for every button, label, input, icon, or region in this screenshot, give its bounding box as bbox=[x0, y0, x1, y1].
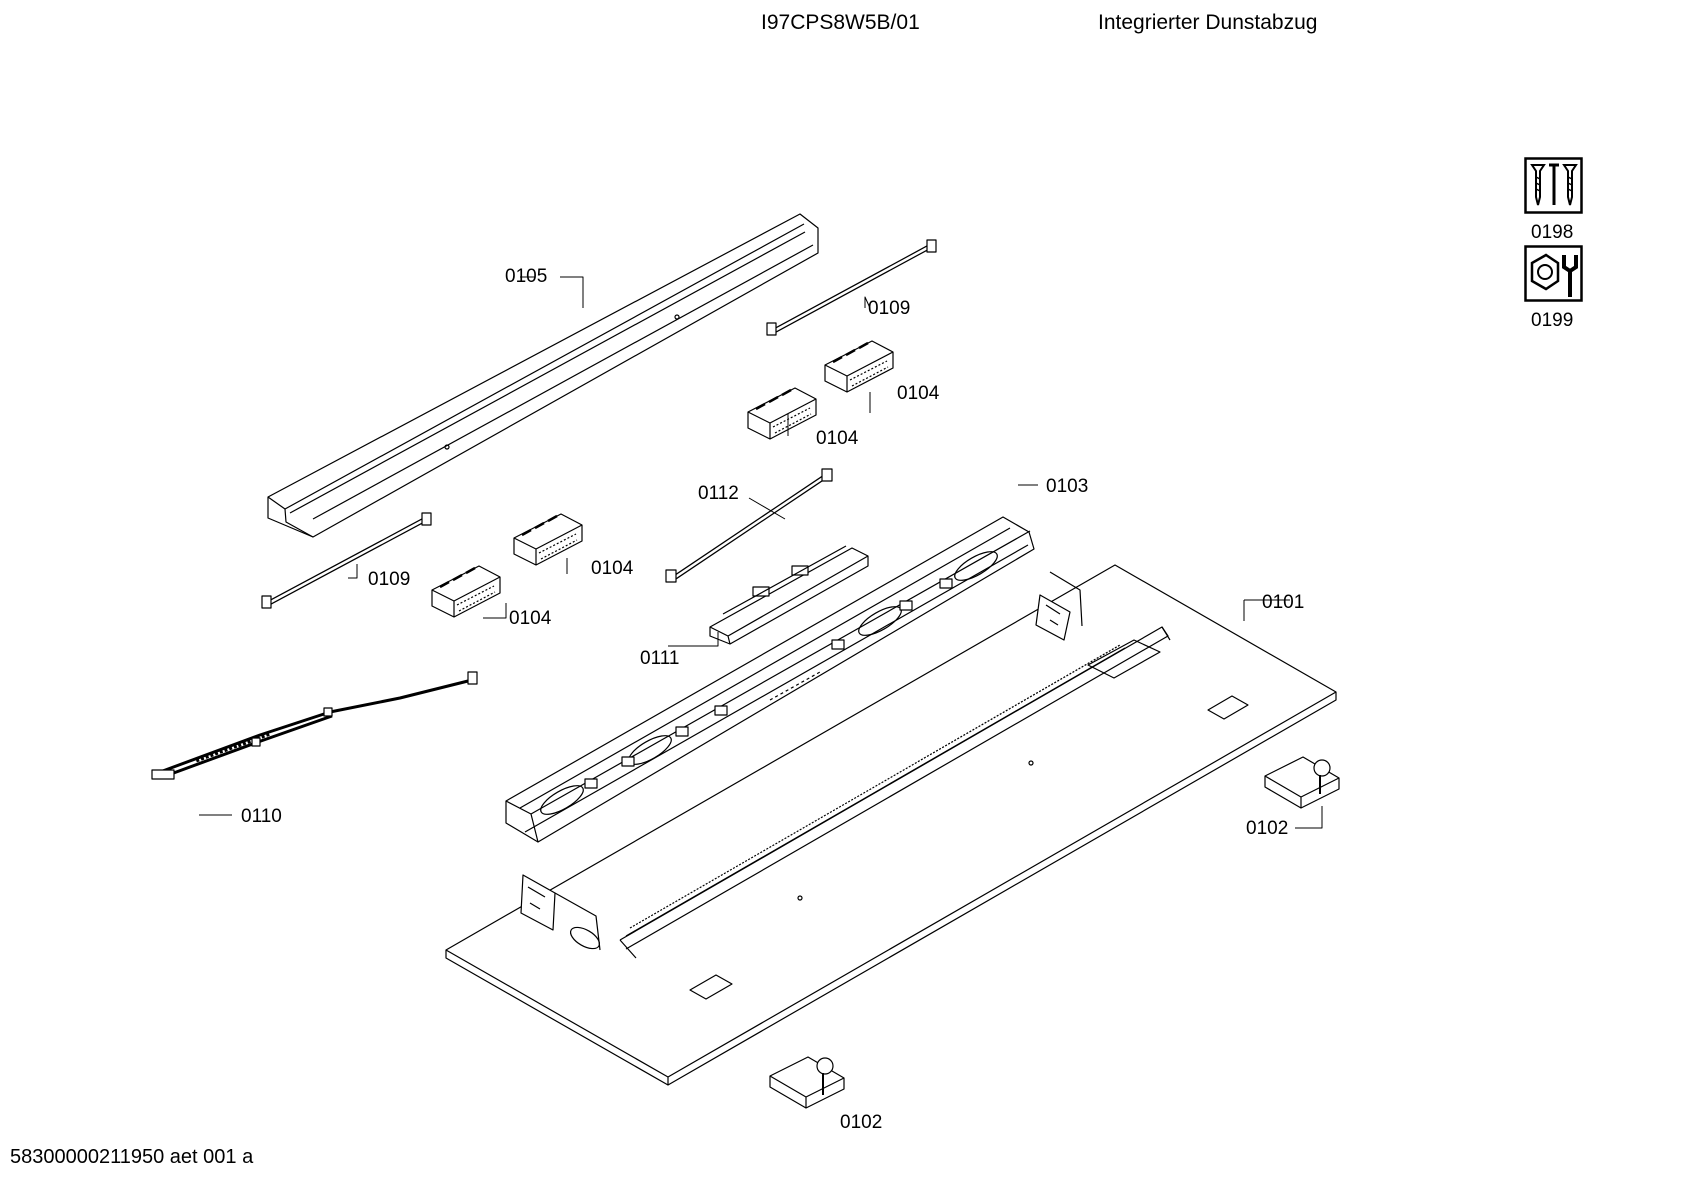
label-0103: 0103 bbox=[1046, 476, 1089, 497]
label-0105: 0105 bbox=[505, 266, 548, 287]
leader-lines bbox=[199, 276, 1323, 829]
model-number: I97CPS8W5B/01 bbox=[761, 11, 920, 34]
part-0104-terminal-c bbox=[513, 513, 583, 566]
label-0104-b: 0104 bbox=[816, 428, 859, 449]
label-0101: 0101 bbox=[1262, 592, 1305, 613]
part-0105-trim-rail bbox=[267, 213, 819, 538]
label-0110: 0110 bbox=[241, 806, 282, 827]
document-id: 58300000211950 aet 001 a bbox=[10, 1146, 254, 1168]
part-0111-module bbox=[709, 545, 869, 645]
part-0102-foot-bottom bbox=[769, 1056, 845, 1109]
part-0112-cable bbox=[665, 468, 833, 583]
part-0110-cable-harness bbox=[151, 671, 478, 780]
part-0109-cable-upper bbox=[766, 239, 937, 336]
label-0109-lower: 0109 bbox=[368, 569, 411, 590]
label-0112: 0112 bbox=[698, 483, 739, 504]
label-0198: 0198 bbox=[1531, 222, 1574, 243]
part-0102-foot-right bbox=[1264, 756, 1340, 809]
appliance-description: Integrierter Dunstabzug bbox=[1098, 11, 1318, 34]
part-0109-cable-lower bbox=[261, 512, 432, 609]
part-0103-frame-channel bbox=[505, 516, 1035, 843]
label-0104-a: 0104 bbox=[897, 383, 940, 404]
label-0102-bottom: 0102 bbox=[840, 1112, 883, 1133]
label-0111: 0111 bbox=[640, 648, 680, 669]
label-0109-upper: 0109 bbox=[868, 298, 911, 319]
label-0104-c: 0104 bbox=[591, 558, 634, 579]
part-0104-terminal-d bbox=[431, 565, 501, 618]
label-0104-d: 0104 bbox=[509, 608, 552, 629]
nut-wrench-icon bbox=[1524, 245, 1584, 308]
label-0199: 0199 bbox=[1531, 310, 1574, 331]
part-0104-terminal-a bbox=[824, 340, 894, 393]
label-0102-right: 0102 bbox=[1246, 818, 1289, 839]
part-0101-base-plate bbox=[445, 564, 1337, 1086]
screws-icon bbox=[1524, 157, 1584, 220]
part-0104-terminal-b bbox=[747, 387, 817, 440]
